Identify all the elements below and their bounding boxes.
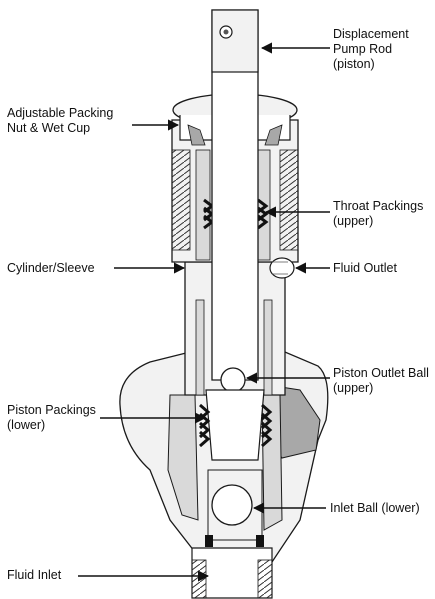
- label-piston-outlet-ball: Piston Outlet Ball (upper): [333, 366, 429, 396]
- label-line: Pump Rod: [333, 42, 393, 56]
- label-line: Piston Packings: [7, 403, 96, 417]
- piston-outlet-ball: [220, 367, 246, 393]
- rod-flat-top: [211, 9, 259, 73]
- label-fluid-inlet: Fluid Inlet: [7, 568, 62, 582]
- label-line: (upper): [333, 214, 374, 228]
- label-line: (lower): [7, 418, 46, 432]
- sleeve-wall-left: [195, 299, 205, 396]
- label-line: Adjustable Packing: [7, 106, 114, 120]
- label-fluid-outlet: Fluid Outlet: [333, 261, 397, 275]
- label-line: Piston Outlet Ball: [333, 366, 429, 380]
- label-inlet-ball: Inlet Ball (lower): [330, 501, 420, 515]
- inlet-ball: [211, 484, 253, 526]
- thread-right: [279, 149, 299, 251]
- wet-cup-right: [264, 124, 283, 146]
- label-piston-packings: Piston Packings (lower): [7, 403, 96, 433]
- label-displacement-pump-rod: Displacement Pump Rod (piston): [333, 27, 409, 72]
- sleeve-wall-right: [263, 299, 273, 396]
- piston-body: [205, 389, 265, 461]
- label-throat-packings: Throat Packings (upper): [333, 199, 423, 229]
- gland-inner-left: [195, 149, 211, 261]
- label-cylinder-sleeve: Cylinder/Sleeve: [7, 261, 95, 275]
- label-line: Throat Packings: [333, 199, 424, 213]
- thread-left: [171, 149, 191, 251]
- label-line: (upper): [333, 381, 374, 395]
- fluid-outlet-port: [269, 257, 295, 279]
- callout-arrows: [78, 42, 330, 582]
- label-line: Nut & Wet Cup: [7, 121, 91, 135]
- label-packing-nut: Adjustable Packing Nut & Wet Cup: [7, 106, 113, 136]
- wet-cup-left: [187, 124, 206, 146]
- label-line: (piston): [333, 57, 375, 71]
- label-line: Displacement: [333, 27, 409, 41]
